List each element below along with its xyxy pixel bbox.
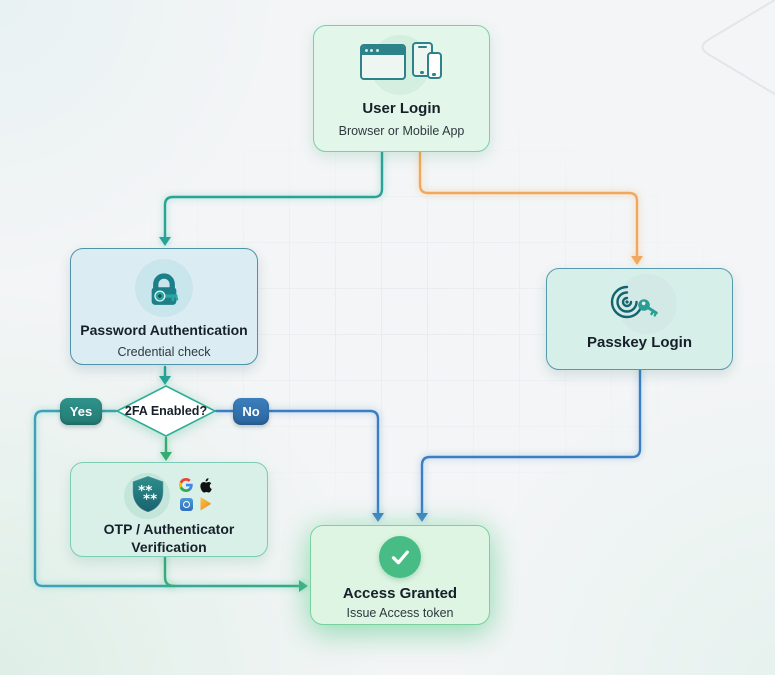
- arrowhead: [159, 237, 171, 246]
- edge-userlogin-to-password: [159, 150, 384, 246]
- phone-icon: [426, 52, 442, 79]
- node-user-login: User Login Browser or Mobile App: [313, 25, 490, 152]
- decision-no-label: No: [233, 398, 269, 425]
- node-passkey-login: Passkey Login: [546, 268, 733, 370]
- padlock-with-key-icon: [135, 259, 193, 317]
- browser-window-icon: [359, 44, 406, 80]
- decision-yes-label: Yes: [60, 398, 102, 425]
- passkey-title: Passkey Login: [586, 334, 693, 351]
- google-icon: [179, 478, 193, 492]
- edge-decision-to-otp: [160, 436, 172, 461]
- arrowhead: [416, 513, 428, 522]
- svg-text:**: **: [143, 491, 157, 507]
- access-title: Access Granted: [342, 585, 458, 602]
- play-triangle-icon: [200, 497, 211, 511]
- node-access-granted: Access Granted Issue Access token: [310, 525, 490, 625]
- password-auth-subtitle: Credential check: [117, 345, 211, 359]
- otp-title: OTP / Authenticator Verification: [103, 521, 235, 555]
- edge-passkey-to-access: [416, 368, 642, 522]
- node-otp-verification: ** **: [70, 462, 268, 557]
- arrowhead: [299, 580, 308, 592]
- user-login-subtitle: Browser or Mobile App: [338, 124, 465, 138]
- browser-and-mobile-devices-icon: [359, 35, 444, 95]
- arrowhead: [160, 452, 172, 461]
- access-subtitle: Issue Access token: [346, 606, 454, 620]
- edge-otp-to-access: [163, 555, 176, 588]
- authenticator-app-icon: [179, 497, 193, 511]
- shield-otp-icon: ** **: [124, 472, 171, 519]
- arrowhead: [159, 376, 171, 385]
- arrowhead: [372, 513, 384, 522]
- edge-password-to-decision: [159, 365, 171, 385]
- check-circle-icon: [379, 536, 421, 578]
- password-auth-title: Password Authentication: [80, 322, 248, 338]
- apple-icon: [199, 477, 212, 493]
- decision-question: 2FA Enabled?: [124, 404, 208, 418]
- edge-userlogin-to-passkey: [418, 150, 643, 265]
- chevron-decoration: [701, 0, 775, 96]
- fingerprint-with-key-icon: [601, 274, 679, 334]
- node-password-authentication: Password Authentication Credential check: [70, 248, 258, 365]
- arrowhead: [631, 256, 643, 265]
- user-login-title: User Login: [362, 100, 441, 117]
